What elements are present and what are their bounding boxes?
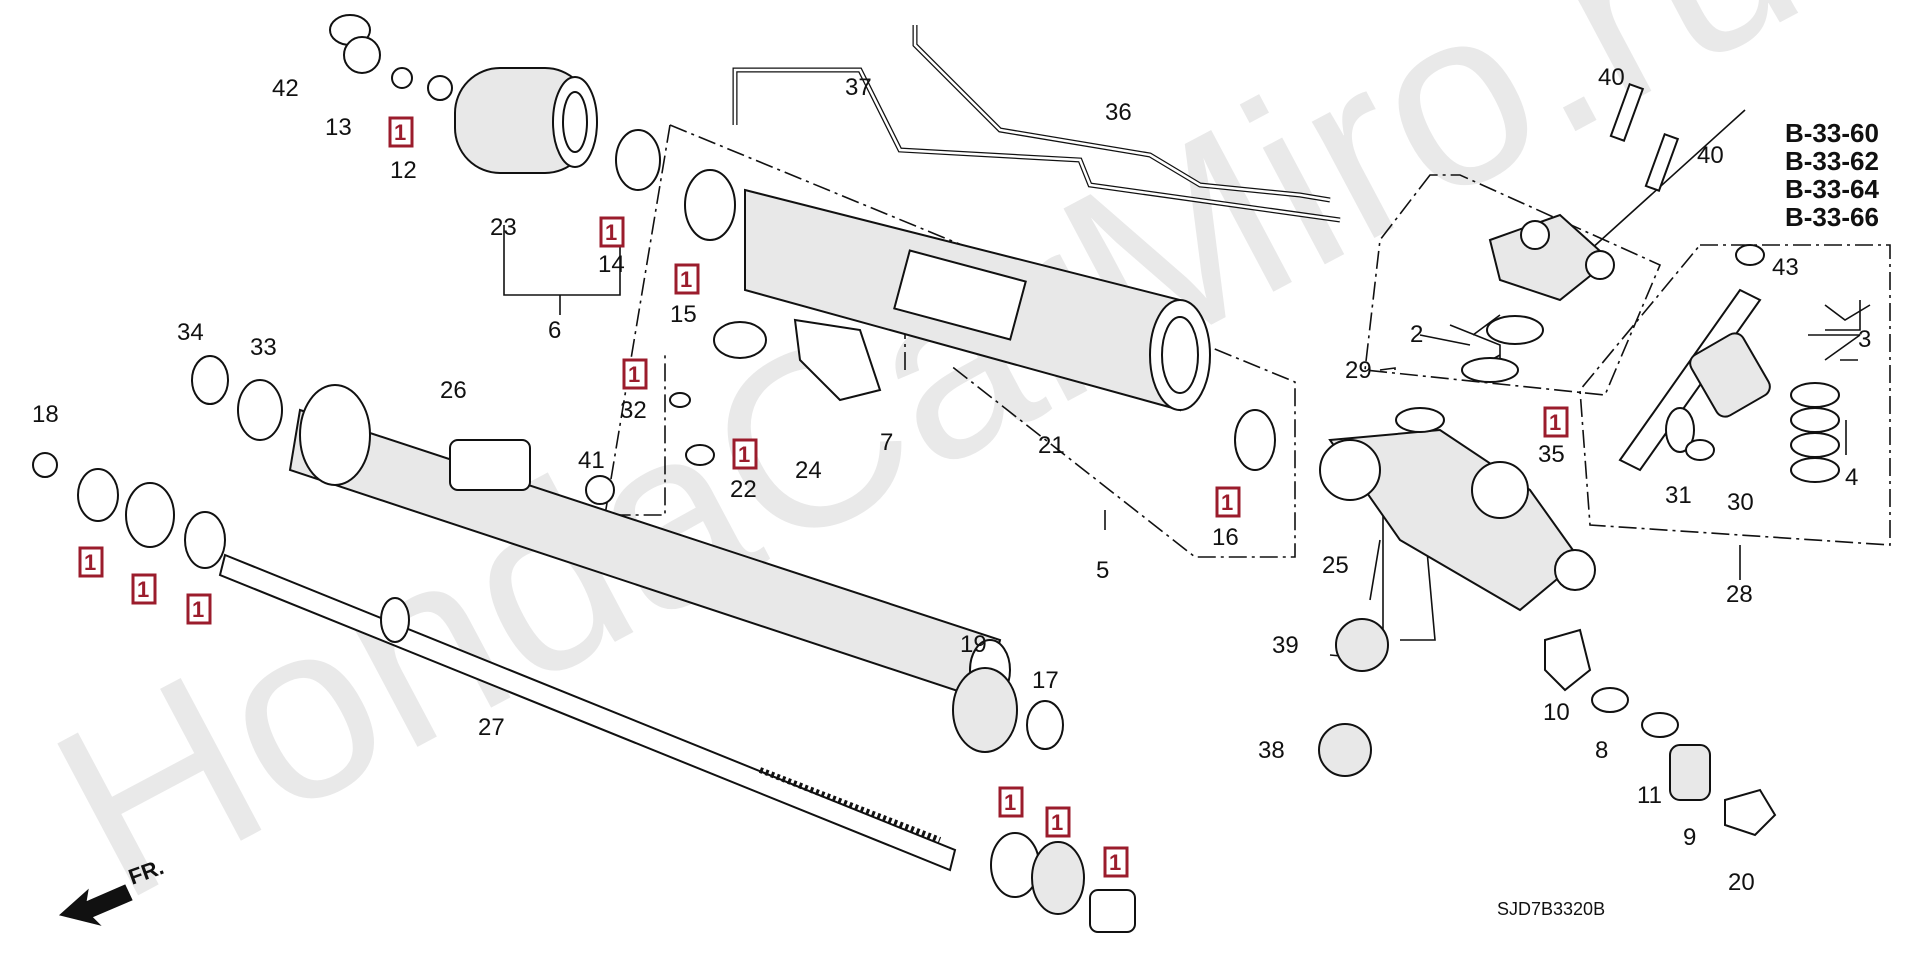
part-valve-28 [1618,288,1771,472]
label-24: 24 [795,457,822,484]
ref-code-3: B-33-64 [1785,174,1879,204]
part-boot-23 [427,67,598,174]
label-43: 43 [1772,254,1799,281]
svg-text:1: 1 [605,220,617,245]
marker-35: 1 [1543,406,1569,438]
marker-12: 1 [388,116,414,148]
marker-seal-e: 1 [1045,806,1071,838]
part-bracket-29 [1461,213,1615,383]
label-25: 25 [1322,552,1349,579]
part-rack-27 [218,553,957,872]
label-11: 11 [1637,782,1662,809]
part-seals-4 [1790,382,1840,483]
label-5: 5 [1096,557,1109,584]
marker-22: 1 [732,438,758,470]
marker-32: 1 [622,358,648,390]
label-9: 9 [1683,824,1696,851]
label-4: 4 [1845,464,1858,491]
label-3: 3 [1858,326,1871,353]
label-28: 28 [1726,581,1753,608]
boxed-markers: 1 1 1 1 1 1 1 1 1 1 1 1 1 [78,116,1569,878]
part-housing-26 [288,384,1011,702]
label-27: 27 [478,714,505,741]
label-23: 23 [490,214,517,241]
label-34: 34 [177,319,204,346]
label-37: 37 [845,74,872,101]
label-16: 16 [1212,524,1239,551]
label-30: 30 [1727,489,1754,516]
label-17: 17 [1032,667,1059,694]
marker-seal-b: 1 [131,573,157,605]
marker-14: 1 [599,216,625,248]
label-31: 31 [1665,482,1692,509]
marker-16: 1 [1215,486,1241,518]
label-13: 13 [325,114,352,141]
svg-text:1: 1 [137,577,149,602]
svg-text:1: 1 [394,120,406,145]
label-10: 10 [1543,699,1570,726]
part-clamps [615,129,1276,471]
marker-seal-f: 1 [1103,846,1129,878]
part-valve-body-25 [1319,428,1596,612]
ref-code-1: B-33-60 [1785,118,1879,148]
label-29: 29 [1345,357,1372,384]
label-15: 15 [670,301,697,328]
label-21: 21 [1038,432,1065,459]
drawing-code: SJD7B3320B [1497,899,1605,919]
label-36: 36 [1105,99,1132,126]
label-8: 8 [1595,737,1608,764]
label-26: 26 [440,377,467,404]
svg-text:1: 1 [628,362,640,387]
svg-text:1: 1 [1051,810,1063,835]
label-39: 39 [1272,632,1299,659]
label-7: 7 [880,429,893,456]
marker-seal-d: 1 [998,786,1024,818]
label-35: 35 [1538,441,1565,468]
label-22: 22 [730,476,757,503]
part-labels: 42 13 12 23 14 6 15 37 36 40 40 43 3 4 3… [32,64,1871,896]
svg-text:1: 1 [84,550,96,575]
label-40a: 40 [1598,64,1625,91]
svg-text:1: 1 [1109,850,1121,875]
reference-codes: B-33-60 B-33-62 B-33-64 B-33-66 [1785,118,1879,232]
marker-15: 1 [674,263,700,295]
label-40b: 40 [1697,142,1724,169]
label-42: 42 [272,75,299,102]
svg-text:1: 1 [738,442,750,467]
label-38: 38 [1258,737,1285,764]
part-small-parts [32,14,1777,933]
marker-seal-c: 1 [186,593,212,625]
label-33: 33 [250,334,277,361]
label-41: 41 [578,447,605,474]
svg-text:1: 1 [680,267,692,292]
label-2: 2 [1410,321,1423,348]
marker-seal-a: 1 [78,546,104,578]
ref-code-4: B-33-66 [1785,202,1879,232]
label-19: 19 [960,631,987,658]
front-arrow-icon [58,884,133,926]
svg-text:1: 1 [192,597,204,622]
label-14: 14 [598,251,625,278]
label-18: 18 [32,401,59,428]
svg-text:1: 1 [1549,410,1561,435]
label-32: 32 [620,397,647,424]
ref-code-2: B-33-62 [1785,146,1879,176]
part-pipe-37 [732,67,1341,223]
part-pipe-36 [912,25,1331,203]
label-20: 20 [1728,869,1755,896]
label-6: 6 [548,317,561,344]
watermark-text: HondaCarMiro.ru [14,0,1838,952]
svg-text:1: 1 [1221,490,1233,515]
part-boot-21 [744,188,1211,412]
svg-text:1: 1 [1004,790,1016,815]
label-12: 12 [390,157,417,184]
